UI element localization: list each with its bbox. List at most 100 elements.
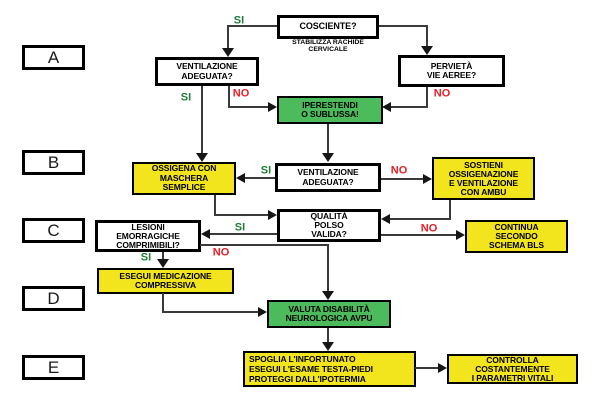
node-line: LESIONI [131,221,165,232]
connector-ossigena-down-v [214,195,216,216]
connector-qualita-si-h [207,233,277,235]
arrowhead-qualita-no-icon [456,230,465,240]
connector-esegui-down-h [162,311,259,313]
connector-venta-no-h [228,106,270,108]
label-no-ventilazione-b: NO [390,164,408,177]
node-line: VALIDA? [311,229,347,239]
node-line: SECONDO [495,231,538,241]
connector-lesioni-no-h [200,244,329,246]
stage-box-d: D [22,286,85,311]
connector-esegui-down-v [162,293,164,313]
connector-venta-no-v [228,86,230,107]
note-line: CERVICALE [308,45,348,53]
node-line: IPERESTENDI [302,99,358,110]
node-line: CONTROLLA [486,354,539,365]
node-line: EMORRAGICHE [116,230,180,241]
node-line: CON AMBU [460,186,507,197]
node-iperestendi-sublussa: IPERESTENDI O SUBLUSSA! [277,96,383,124]
node-line: I PARAMETRI VITALI [471,372,554,383]
label-si-cosciente: SI [233,14,245,27]
connector-cosciente-right-h [379,25,428,27]
node-line: SCHEMA BLS [489,240,544,250]
node-line: COMPRIMIBILI? [116,239,180,250]
arrowhead-qualita-si-icon [201,229,210,239]
node-lesioni-emorragiche: LESIONI EMORRAGICHE COMPRIMIBILI? [95,220,201,252]
node-line: MASCHERA [159,172,209,183]
node-controlla-parametri: CONTROLLA COSTANTEMENTE I PARAMETRI VITA… [447,354,578,384]
connector-iperestendi-down [327,124,329,154]
note-line: STABILIZZA RACHIDE [292,39,364,46]
stage-letter: A [47,47,60,67]
arrowhead-pervieta-in-icon [421,46,433,55]
arrowhead-valuta-in-top-icon [322,291,334,300]
node-line: ADEGUATA? [302,176,354,187]
connector-spoglia-right [415,367,440,369]
node-line: ESEGUI MEDICAZIONE [119,270,212,281]
node-line: CONTINUA [494,222,539,232]
label-no-lesioni: NO [212,246,230,259]
node-line: VENTILAZIONE [176,61,238,71]
stage-box-e: E [22,355,85,380]
note-stabilizza-rachide: STABILIZZA RACHIDE CERVICALE [257,39,399,54]
label-no-ventilazione-a: NO [232,87,250,100]
connector-qualita-no-h [381,234,458,236]
connector-pervieta-no-v [426,87,428,108]
arrowhead-ventb-no-icon [423,174,432,184]
connector-sostieni-down-h [388,218,450,220]
node-line: VENTILAZIONE [297,167,359,177]
label-no-pervieta: NO [433,87,451,100]
arrowhead-ventb-in-icon [322,153,334,162]
arrowhead-venta-no-icon [268,102,277,112]
arrowhead-controlla-in-icon [438,363,447,373]
stage-letter: D [47,288,60,308]
arrowhead-sostieni-qualita-icon [381,214,390,224]
stage-box-a: A [22,45,85,70]
stage-box-b: B [22,150,85,175]
arrowhead-cosciente-si-icon [222,48,234,57]
arrowhead-lesioni-si-icon [157,259,169,268]
connector-ossigena-down-h [214,214,270,216]
connector-cosciente-right-v [426,25,428,47]
connector-cosciente-si-v [227,25,229,49]
node-line: VALUTA DISABILITÀ [288,303,370,314]
node-esegui-medicazione: ESEGUI MEDICAZIONE COMPRESSIVA [97,268,234,294]
arrowhead-qualita-in-icon [268,210,277,220]
arrowhead-spoglia-in-icon [322,342,334,351]
node-ossigena-maschera: OSSIGENA CON MASCHERA SEMPLICE [132,162,236,195]
connector-valuta-down [327,328,329,343]
node-line: PERVIETÀ [430,60,473,71]
stage-letter: B [47,152,60,172]
node-line: ADEGUATA? [181,70,233,81]
node-line: O SUBLUSSA! [301,109,359,119]
node-line: SPOGLIA L'INFORTUNATO [249,354,356,364]
arrowhead-ventb-si-icon [236,173,245,183]
connector-ventb-no-h [381,178,425,180]
connector-cosciente-si-h [228,25,277,27]
node-cosciente: COSCIENTE? [277,15,379,39]
node-continua-schema-bls: CONTINUA SECONDO SCHEMA BLS [465,220,568,253]
node-line: PROTEGGI DALL'IPOTERMIA [249,374,366,384]
label-si-ventilazione-a: SI [180,91,192,104]
node-line: OSSIGENAZIONE [448,168,519,179]
node-spoglia-infortunato: SPOGLIA L'INFORTUNATO ESEGUI L'ESAME TES… [243,351,416,387]
node-line: COSCIENTE? [299,21,357,32]
node-valuta-avpu: VALUTA DISABILITÀ NEUROLOGICA AVPU [267,300,391,328]
node-qualita-polso: QUALITÀ POLSO VALIDA? [277,209,381,242]
node-line: SOSTIENI [464,159,503,170]
node-line: COSTANTEMENTE [475,363,550,374]
connector-pervieta-no-h [388,106,428,108]
stage-box-c: C [22,218,85,243]
node-ventilazione-adeguata-b: VENTILAZIONE ADEGUATA? [275,163,381,192]
node-line: OSSIGENA CON [151,163,217,174]
node-line: QUALITÀ [310,211,348,221]
arrowhead-venta-si-icon [196,153,208,162]
connector-ventb-si-h [244,177,275,179]
label-no-qualita: NO [420,222,438,235]
node-line: COMPRESSIVA [134,280,197,290]
stage-letter: E [47,357,60,377]
node-line: ESEGUI L'ESAME TESTA-PIEDI [249,364,373,374]
node-line: SEMPLICE [162,182,206,193]
arrowhead-valuta-in-left-icon [258,307,267,317]
node-line: POLSO [314,220,344,230]
